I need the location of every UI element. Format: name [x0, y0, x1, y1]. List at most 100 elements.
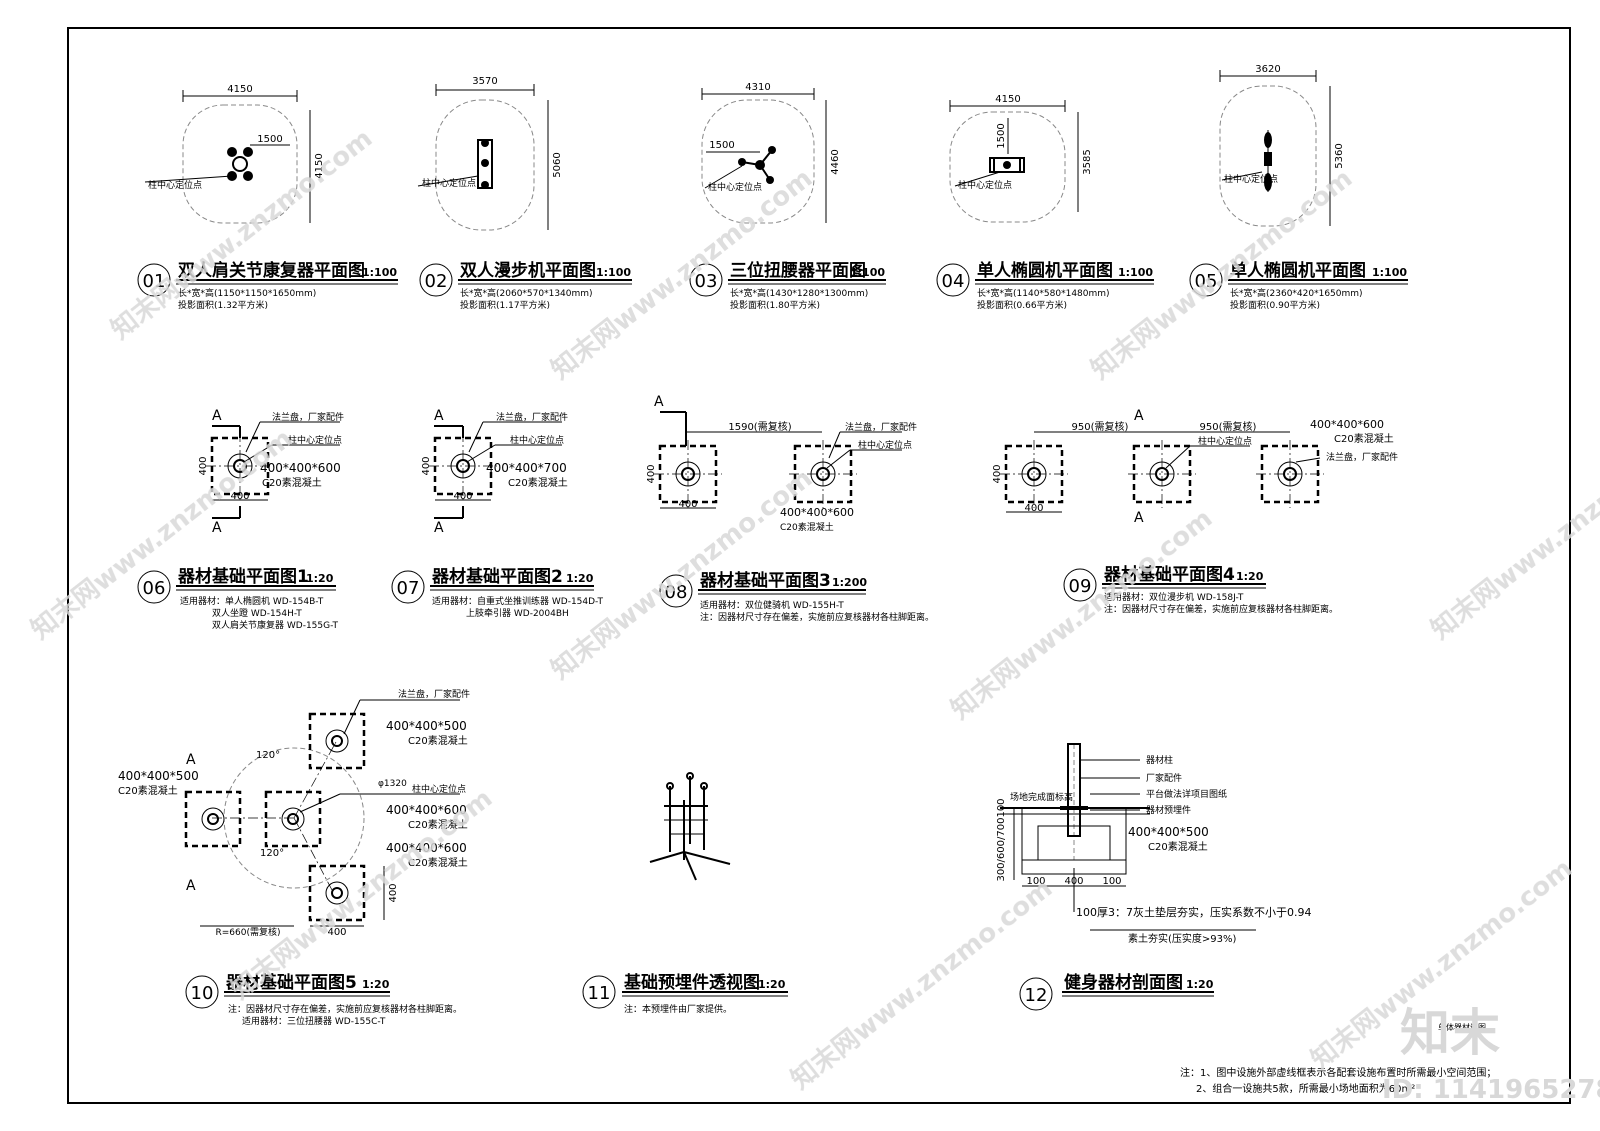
- pad-size: 400*400*600: [260, 461, 341, 475]
- section-mark-bottom: A: [434, 520, 444, 536]
- drawing-title: 器材基础平面图1: [177, 566, 309, 587]
- section-mark-top: A: [434, 408, 444, 424]
- title-11: 11 基础预埋件透视图 1:20 注：本预埋件由厂家提供。: [582, 972, 788, 1015]
- equipment-symbol: [738, 146, 776, 184]
- concrete-label: C20素混凝土: [780, 521, 834, 533]
- plan-02: 3570 5060 柱中心定位点: [417, 76, 563, 231]
- concrete-top: C20素混凝土: [408, 734, 468, 747]
- angle-label-2: 120°: [260, 848, 284, 859]
- foundation-pad-top: [308, 712, 366, 770]
- min-space-outline: [701, 99, 815, 224]
- area-note: 投影面积(1.17平方米): [460, 299, 550, 311]
- title-03: 03 三位扭腰器平面图 1:100 长*宽*高(1430*1280*1300mm…: [689, 260, 886, 311]
- drawing-title: 器材基础平面图4: [1103, 564, 1235, 585]
- dim-width: 4150: [227, 84, 252, 95]
- drawing-number: 07: [397, 578, 420, 599]
- drawing-scale: 1:20: [1236, 570, 1264, 583]
- sheet-note-2: 2、组合一设施共5款，所需最小场地面积为60m²: [1196, 1082, 1415, 1095]
- drawing-number: 10: [191, 983, 214, 1004]
- size-note: 长*宽*高(1430*1280*1300mm): [730, 287, 868, 299]
- drawing-scale: 1:20: [362, 978, 390, 991]
- drawing-scale: 1:20: [306, 572, 334, 585]
- watermark-logo: 知末: [1400, 1004, 1500, 1062]
- dim-offset: 1500: [257, 134, 282, 145]
- note-line: 适用器材：自重式坐推训练器 WD-154D-T: [432, 595, 603, 607]
- col-center-label: 柱中心定位点: [708, 181, 762, 193]
- dim-height: 4150: [314, 153, 325, 178]
- pad-size: 400*400*600: [1310, 418, 1384, 431]
- concrete-label: C20素混凝土: [508, 476, 568, 489]
- area-note: 投影面积(0.90平方米): [1230, 299, 1320, 311]
- col-center-label: 柱中心定位点: [510, 434, 564, 446]
- area-note: 投影面积(1.32平方米): [178, 299, 268, 311]
- col-center-label: 柱中心定位点: [958, 179, 1012, 191]
- title-07: 07 器材基础平面图2 1:20 适用器材：自重式坐推训练器 WD-154D-T…: [391, 566, 603, 619]
- foundation-10: A A 400*400*500 C20素混凝土 400*400*500 C20素…: [118, 688, 470, 938]
- plan-05: 3620 5360 柱中心定位点: [1219, 64, 1345, 227]
- sheet-border: [67, 27, 1571, 1104]
- depth-dim: 300/600/700100: [996, 798, 1007, 881]
- flange-label: 法兰盘，厂家配件: [845, 421, 917, 433]
- flange-label: 法兰盘，厂家配件: [272, 411, 344, 423]
- dim-spacing: 1590(需复核): [728, 420, 791, 433]
- drawing-title: 双人漫步机平面图: [460, 260, 596, 281]
- dim-400: 400: [327, 927, 346, 938]
- drawing-title: 单人椭圆机平面图: [977, 260, 1113, 281]
- pad-size: 400*400*600: [780, 506, 854, 519]
- concrete-center: C20素混凝土: [408, 818, 468, 831]
- drawing-number: 02: [425, 271, 448, 292]
- col-center-label: 柱中心定位点: [412, 783, 466, 795]
- drawing-scale: 1:100: [362, 266, 397, 279]
- drawing-scale: 1:100: [1118, 266, 1153, 279]
- dim-400: 400: [1024, 503, 1043, 514]
- note-line: 注：本预埋件由厂家提供。: [624, 1003, 732, 1015]
- dim-400-v: 400: [992, 464, 1003, 483]
- note-line: 双人肩关节康复器 WD-155G-T: [212, 619, 339, 631]
- dim-offset: 1500: [709, 140, 734, 151]
- equipment-symbol: [227, 147, 253, 181]
- title-01: 01 双人肩关节康复器平面图 1:100 长*宽*高(1150*1150*165…: [137, 260, 398, 311]
- drawing-scale: 1:20: [566, 572, 594, 585]
- drawing-number: 11: [588, 983, 611, 1004]
- section-mark-top: A: [654, 394, 664, 410]
- equipment-symbol: [477, 139, 493, 189]
- layer-1: 100厚3：7灰土垫层夯实，压实系数不小于0.94: [1076, 905, 1311, 919]
- dim-offset: 1500: [996, 123, 1007, 148]
- col-center-label: 柱中心定位点: [1198, 435, 1252, 447]
- dim-spacing-1: 950(需复核): [1072, 420, 1129, 433]
- dim-right: 100: [1102, 876, 1121, 887]
- flange-label: 法兰盘，厂家配件: [1326, 451, 1398, 463]
- label-platform: 平台做法详项目图纸: [1146, 788, 1227, 800]
- dim-400: 400: [230, 491, 249, 502]
- pad-size: 400*400*500: [1128, 825, 1209, 839]
- title-12: 12 健身器材剖面图 1:20: [1019, 972, 1214, 1011]
- watermark-id: ID: 1141965278: [1382, 1075, 1600, 1105]
- note-line: 双人坐蹬 WD-154H-T: [212, 608, 302, 619]
- note-line: 适用器材：单人椭圆机 WD-154B-T: [180, 595, 324, 607]
- drawing-number: 08: [665, 582, 688, 603]
- min-space-outline: [1219, 85, 1317, 227]
- foundation-pad-center: [264, 790, 322, 848]
- title-05: 05 单人椭圆机平面图 1:100 长*宽*高(2360*420*1650mm)…: [1189, 260, 1408, 311]
- title-06: 06 器材基础平面图1 1:20 适用器材：单人椭圆机 WD-154B-T 双人…: [137, 566, 339, 631]
- concrete-bottom: C20素混凝土: [408, 856, 468, 869]
- drawing-scale: 1:100: [1372, 266, 1407, 279]
- drawing-title: 器材基础平面图3: [699, 570, 831, 591]
- small-label: 单体器材详图: [1438, 1022, 1486, 1032]
- drawing-title: 双人肩关节康复器平面图: [178, 260, 365, 281]
- section-mark-bottom: A: [1134, 510, 1144, 526]
- concrete-label: C20素混凝土: [262, 476, 322, 489]
- area-note: 投影面积(1.80平方米): [730, 299, 820, 311]
- concrete-left: C20素混凝土: [118, 784, 178, 797]
- drawing-number: 01: [143, 271, 166, 292]
- concrete-label: C20素混凝土: [1148, 840, 1208, 853]
- section-mark-top: A: [1134, 408, 1144, 424]
- drawing-number: 05: [1195, 271, 1218, 292]
- embed-perspective: [649, 772, 731, 881]
- size-note: 长*宽*高(1140*580*1480mm): [977, 287, 1110, 299]
- drawing-scale: 1:100: [596, 266, 631, 279]
- min-space-outline: [949, 111, 1066, 223]
- title-08: 08 器材基础平面图3 1:200 适用器材：双位健骑机 WD-155H-T 注…: [659, 570, 934, 623]
- section-mark-top: A: [186, 752, 196, 768]
- label-factory: 厂家配件: [1146, 772, 1182, 784]
